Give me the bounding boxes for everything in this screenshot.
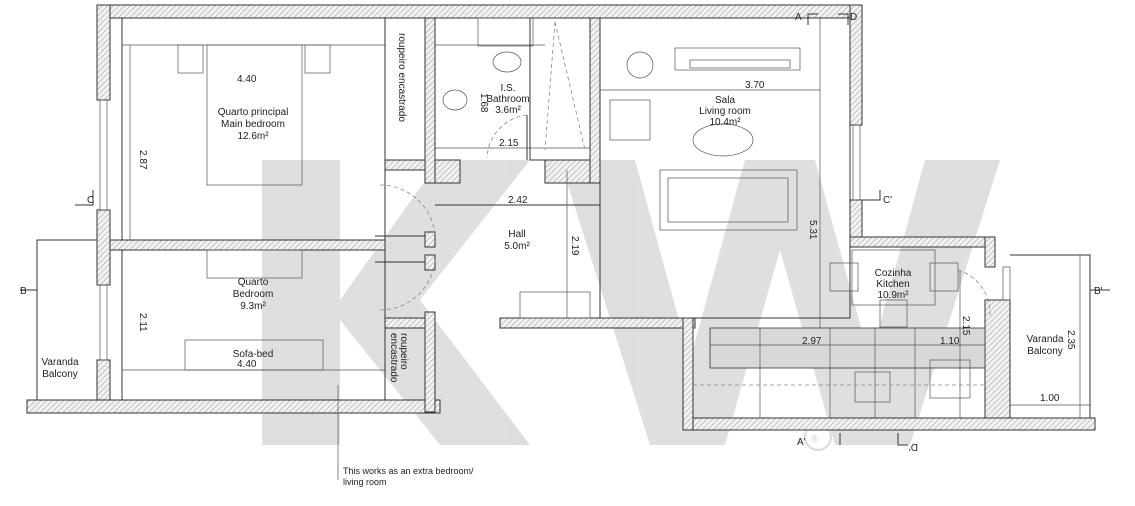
balcony-right-name-pt: Varanda — [1026, 334, 1064, 345]
living-area: 10.4m² — [709, 117, 741, 128]
balcony-left-name-pt: Varanda — [41, 357, 79, 368]
hall-area: 5.0m² — [504, 241, 530, 252]
bathroom-width: 2.15 — [499, 138, 519, 149]
living-name-pt: Sala — [715, 95, 735, 106]
main-bedroom-depth: 2.87 — [137, 150, 148, 170]
bathroom-depth: 1.68 — [478, 93, 489, 113]
wardrobes — [384, 17, 426, 401]
extra-room-note: This works as an extra bedroom/ living r… — [343, 466, 474, 487]
balcony-right-name-en: Balcony — [1027, 346, 1063, 357]
bedroom-width: 4.40 — [237, 359, 257, 370]
section-mark-a-prime: A' — [797, 437, 806, 448]
living-width: 3.70 — [745, 80, 765, 91]
wardrobe-bottom-label-2: encastrado — [388, 333, 399, 383]
main-bedroom-name-en: Main bedroom — [221, 119, 285, 130]
hall-depth: 2.19 — [569, 236, 580, 256]
kitchen — [693, 249, 991, 418]
living-room — [599, 17, 851, 330]
bedroom-area: 9.3m² — [240, 301, 266, 312]
bathroom-name-en: Bathroom — [486, 94, 529, 105]
balcony-right-width: 1.00 — [1040, 393, 1060, 404]
kitchen-area: 10.9m² — [877, 290, 909, 301]
bathroom-area: 3.6m² — [495, 105, 521, 116]
balconies — [36, 239, 1091, 418]
wardrobe-bottom-label-1: roupeiro — [398, 333, 409, 370]
bedroom-name-pt: Quarto — [238, 277, 269, 288]
section-marks — [20, 13, 1110, 446]
bedroom — [121, 249, 386, 480]
section-mark-a: A — [795, 12, 802, 23]
kitchen-name-en: Kitchen — [876, 279, 909, 290]
living-name-en: Living room — [699, 106, 751, 117]
wardrobe-top-label: roupeiro encastrado — [396, 33, 407, 122]
main-bedroom-width: 4.40 — [237, 74, 257, 85]
bedroom-name-en: Bedroom — [233, 289, 274, 300]
balcony-left-name-en: Balcony — [42, 369, 78, 380]
section-mark-d-prime: D' — [909, 441, 918, 452]
living-depth: 5.31 — [807, 220, 818, 240]
svg-text:®: ® — [811, 434, 819, 445]
section-mark-d: D — [850, 12, 857, 23]
bathroom — [435, 17, 591, 161]
section-mark-c: C — [87, 195, 94, 206]
section-mark-c-prime: C' — [883, 195, 892, 206]
sofa-bed-label: Sofa-bed — [233, 349, 274, 360]
main-bedroom-area: 12.6m² — [237, 131, 269, 142]
bedroom-depth: 2.11 — [137, 313, 148, 332]
windows — [99, 99, 1011, 361]
hall-width: 2.42 — [508, 195, 528, 206]
main-bedroom-name-pt: Quarto principal — [218, 107, 289, 118]
section-mark-b-prime: B' — [1094, 286, 1103, 297]
balcony-right-depth: 2.35 — [1065, 330, 1076, 350]
kitchen-name-pt: Cozinha — [875, 268, 912, 279]
kitchen-depth: 2.15 — [960, 316, 971, 336]
section-mark-b: B — [20, 286, 27, 297]
kitchen-width-2: 1.10 — [940, 336, 960, 347]
hall-name: Hall — [508, 229, 525, 240]
bathroom-name-pt: I.S. — [500, 83, 515, 94]
kitchen-width: 2.97 — [802, 336, 822, 347]
